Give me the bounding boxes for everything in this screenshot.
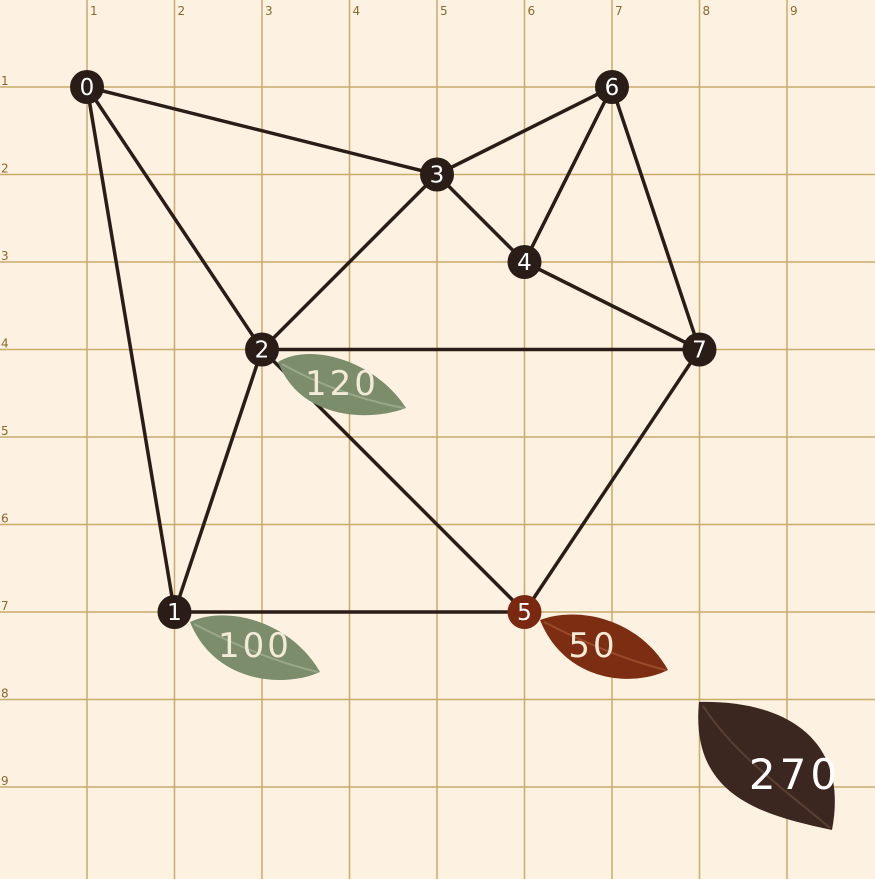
x-axis-label: 6 <box>528 4 536 18</box>
node-circle[interactable] <box>595 70 629 104</box>
total-leaf-shape <box>698 701 835 830</box>
edge-2-1 <box>172 347 264 614</box>
y-axis-label: 1 <box>1 74 9 88</box>
leaf-badge-50: 50 <box>540 614 668 679</box>
leaf-label-50: 50 <box>568 626 617 666</box>
x-axis-label: 7 <box>615 4 623 18</box>
edge-3-6 <box>435 85 614 177</box>
leaf-vein <box>543 621 667 671</box>
leaf-badge-100: 100 <box>190 615 320 680</box>
edge-4-7 <box>522 260 702 352</box>
node-label: 3 <box>430 163 445 189</box>
y-axis-label: 6 <box>1 512 9 526</box>
node-circle[interactable] <box>682 332 717 367</box>
node-7[interactable]: 7 <box>682 332 717 367</box>
x-axis-label: 3 <box>265 4 273 18</box>
node-3[interactable]: 3 <box>420 157 454 192</box>
leaf-label-120: 120 <box>305 364 379 404</box>
y-axis-label: 8 <box>1 687 9 701</box>
y-axis-label: 3 <box>1 249 9 263</box>
node-label: 6 <box>605 75 620 101</box>
leaf-label-100: 100 <box>218 626 292 666</box>
x-axis-label: 8 <box>703 4 711 18</box>
node-circle[interactable] <box>507 595 542 629</box>
x-axis-label: 2 <box>178 4 186 18</box>
leaf-vein <box>193 623 319 673</box>
y-axis-label: 2 <box>1 162 9 176</box>
x-axis-label: 5 <box>440 4 448 18</box>
edge-5-7 <box>522 347 702 614</box>
edge-3-4 <box>435 172 527 264</box>
node-label: 7 <box>692 338 707 364</box>
y-axis-label: 9 <box>1 774 9 788</box>
node-label: 0 <box>80 75 95 101</box>
x-axis-label: 4 <box>353 4 361 18</box>
total-badge: 270 <box>698 701 841 830</box>
node-circle[interactable] <box>245 332 279 367</box>
node-2[interactable]: 2 <box>245 332 279 367</box>
x-axis-label: 9 <box>790 4 798 18</box>
node-circle[interactable] <box>157 595 192 629</box>
edge-6-4 <box>522 85 614 264</box>
leaf-shape <box>540 614 668 679</box>
total-label: 270 <box>749 750 841 799</box>
node-1[interactable]: 1 <box>157 595 192 629</box>
edge-6-7 <box>610 85 702 352</box>
total-leaf-vein <box>702 705 831 829</box>
node-circle[interactable] <box>507 245 542 279</box>
node-6[interactable]: 6 <box>595 70 629 104</box>
edge-0-2 <box>85 85 264 352</box>
node-circle[interactable] <box>70 70 104 104</box>
node-label: 1 <box>167 600 182 626</box>
edge-3-2 <box>260 172 439 352</box>
y-axis-label: 5 <box>1 424 9 438</box>
edges <box>85 85 702 614</box>
y-axis-label: 7 <box>1 599 9 613</box>
leaf-badge-120: 120 <box>278 353 406 416</box>
y-axis-label: 4 <box>1 337 9 351</box>
node-label: 5 <box>517 600 532 626</box>
node-5[interactable]: 5 <box>507 595 542 629</box>
leaf-vein <box>281 363 405 409</box>
node-label: 2 <box>255 338 270 364</box>
nodes: 0 1 2 3 4 5 6 7 <box>70 70 717 629</box>
node-0[interactable]: 0 <box>70 70 104 104</box>
edge-0-1 <box>85 85 177 614</box>
leaf-shape <box>278 353 406 416</box>
edge-0-3 <box>85 85 439 177</box>
node-4[interactable]: 4 <box>507 245 542 279</box>
x-axis-label: 1 <box>90 4 98 18</box>
node-label: 4 <box>517 250 532 276</box>
node-circle[interactable] <box>420 157 454 192</box>
